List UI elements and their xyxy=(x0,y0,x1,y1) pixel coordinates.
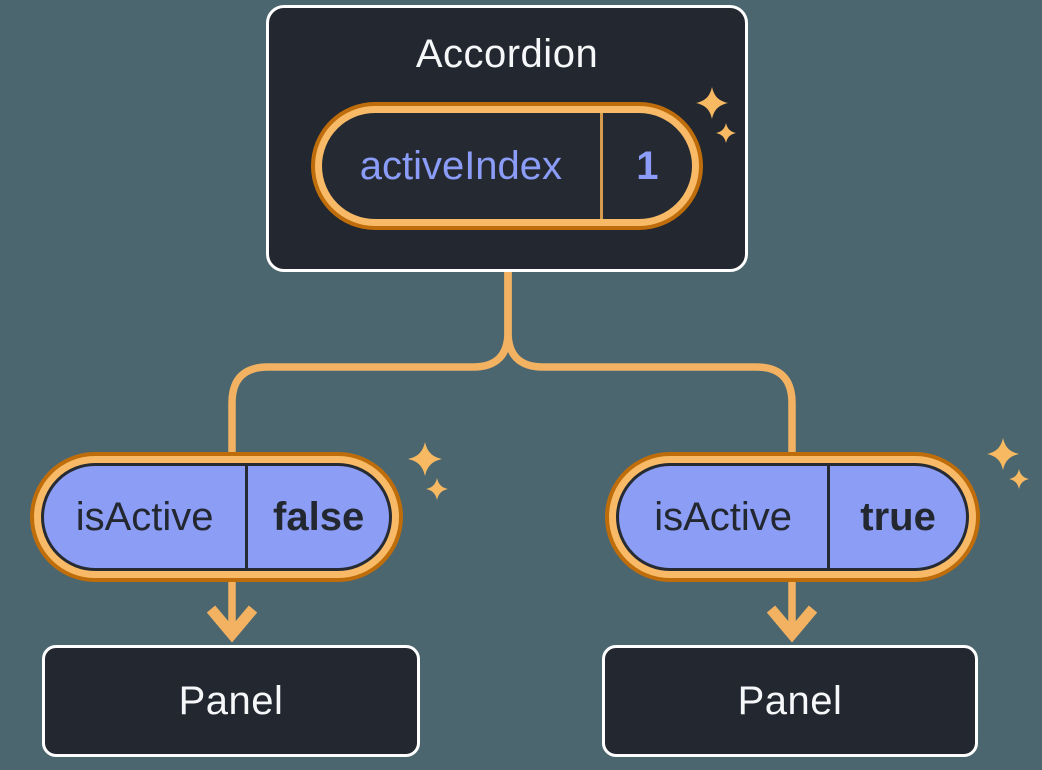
prop-pill-left-ring-inner: isActive false xyxy=(34,456,399,578)
sparkle-icon xyxy=(987,438,1029,489)
prop-pill-left-body: isActive false xyxy=(41,463,392,571)
prop-value: true xyxy=(860,494,936,539)
state-pill-ring-inner: activeIndex 1 xyxy=(315,106,699,226)
prop-pill-left-ring-outer: isActive false xyxy=(30,452,403,582)
arrow-down-left-icon xyxy=(206,605,258,643)
prop-pill-left: isActive false xyxy=(30,452,403,582)
state-pill-ring-outer: activeIndex 1 xyxy=(311,102,703,230)
state-name: activeIndex xyxy=(359,143,563,188)
arrow-down-right-icon xyxy=(766,605,818,643)
panel-card-right: Panel xyxy=(602,645,978,757)
prop-pill-right-body: isActive true xyxy=(616,463,969,571)
prop-pill-right-divider xyxy=(827,466,831,568)
state-pill-body: activeIndex 1 xyxy=(322,113,692,219)
accordion-title: Accordion xyxy=(415,32,599,76)
panel-title: Panel xyxy=(737,678,843,723)
prop-pill-right-ring-outer: isActive true xyxy=(605,452,980,582)
prop-pill-right-ring-inner: isActive true xyxy=(609,456,976,578)
state-pill-divider xyxy=(599,113,603,219)
prop-name: isActive xyxy=(75,494,214,539)
accordion-card: Accordion activeIndex 1 xyxy=(266,5,748,272)
state-value: 1 xyxy=(636,143,659,188)
prop-name: isActive xyxy=(654,494,792,539)
sparkle-icon xyxy=(408,442,448,500)
panel-title: Panel xyxy=(178,678,284,723)
state-pill: activeIndex 1 xyxy=(311,102,703,230)
panel-card-left: Panel xyxy=(42,645,420,757)
prop-value: false xyxy=(273,494,365,539)
prop-pill-right: isActive true xyxy=(605,452,980,582)
